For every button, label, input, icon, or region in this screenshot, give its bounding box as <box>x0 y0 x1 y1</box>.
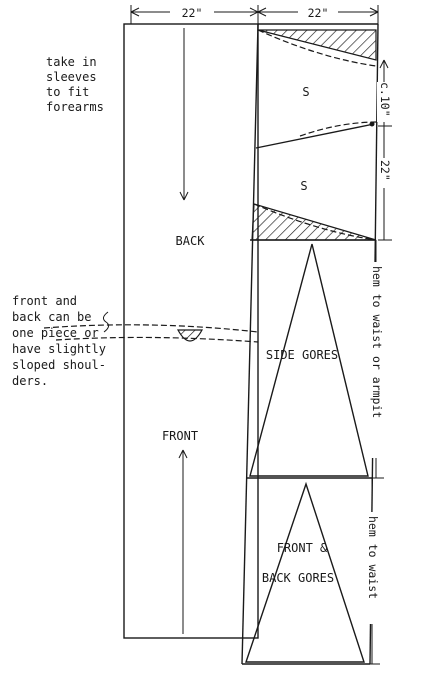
sleeve-length-dimension: 22" <box>378 160 392 181</box>
front-back-gores: FRONT & BACK GORES <box>245 481 365 663</box>
front-back-note-line-4: have slightly <box>12 342 106 356</box>
sleeve-pieces: S S <box>251 29 379 241</box>
side-gore-dimension: hem to waist or armpit <box>370 266 384 418</box>
body-panel: BACK FRONT <box>43 23 259 639</box>
back-label: BACK <box>176 234 206 248</box>
front-back-note-line-6: ders. <box>12 374 48 388</box>
side-gores-label: SIDE GORES <box>266 348 338 362</box>
side-gores: SIDE GORES <box>249 243 369 477</box>
top-left-dimension: 22" <box>182 6 203 20</box>
sleeve-note-line-1: take in <box>46 55 97 69</box>
right-dimensions: c.10" 22" hem to waist or armpit hem to … <box>365 59 393 665</box>
front-gore-dimension: hem to waist <box>366 516 380 599</box>
front-back-note-line-1: front and <box>12 294 77 308</box>
front-back-note-line-2: back can be <box>12 310 91 324</box>
sleeve-note-line-2: sleeves <box>46 70 97 84</box>
note-pointer <box>102 311 110 333</box>
front-back-gores-label-2: BACK GORES <box>262 571 334 585</box>
sleeve-note: take in sleeves to fit forearms <box>46 55 104 114</box>
sleeve-label-lower: S <box>300 179 307 193</box>
right-column <box>241 23 379 665</box>
front-back-note-line-5: sloped shoul- <box>12 358 106 372</box>
front-back-note-line-3: one piece or <box>12 326 99 340</box>
front-back-note: front and back can be one piece or have … <box>12 294 110 388</box>
top-right-dimension: 22" <box>308 6 329 20</box>
top-dimension: 22" 22" <box>130 4 379 24</box>
sleeve-note-line-4: forearms <box>46 100 104 114</box>
front-label: FRONT <box>162 429 198 443</box>
front-back-gores-label-1: FRONT & <box>277 541 328 555</box>
sleeve-label-upper: S <box>302 85 309 99</box>
neck-opening <box>176 329 204 342</box>
sleeve-note-line-3: to fit <box>46 85 89 99</box>
upper-sleeve-dimension: c.10" <box>378 82 392 117</box>
